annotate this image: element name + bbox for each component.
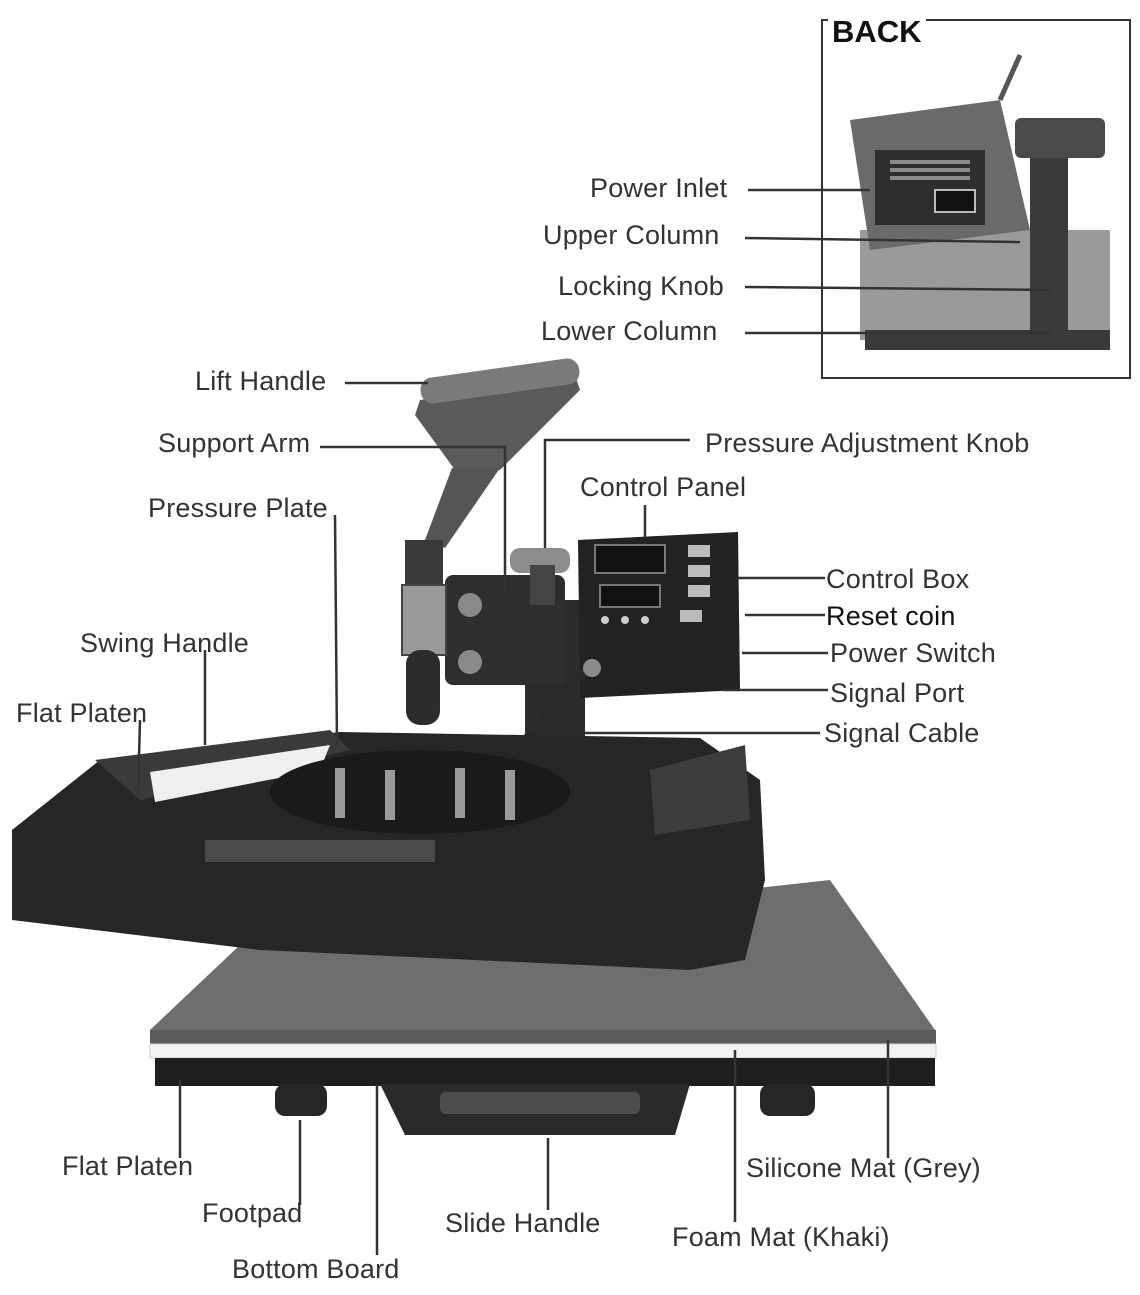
label-bottom-board: Bottom Board — [232, 1254, 400, 1284]
label-footpad: Footpad — [202, 1198, 303, 1228]
control-box-shape — [516, 532, 740, 749]
back-inset — [821, 19, 1131, 379]
label-slide-handle: Slide Handle — [445, 1208, 601, 1238]
footpad-right — [760, 1084, 815, 1116]
label-upper-column: Upper Column — [543, 220, 720, 250]
back-column — [1030, 140, 1068, 350]
lift-handle-grip — [420, 358, 580, 404]
footpad-left — [275, 1084, 327, 1116]
label-control-panel: Control Panel — [580, 472, 747, 502]
label-signal-port: Signal Port — [830, 678, 965, 708]
label-control-box: Control Box — [826, 564, 970, 594]
signal-cable-shape — [516, 664, 593, 749]
label-pressure-adjustment-knob: Pressure Adjustment Knob — [705, 428, 1030, 458]
label-foam-mat: Foam Mat (Khaki) — [672, 1222, 890, 1252]
foam-mat-shape — [149, 1043, 937, 1059]
display-top — [594, 544, 666, 574]
label-lower-column: Lower Column — [541, 316, 718, 346]
label-lift-handle: Lift Handle — [195, 366, 327, 396]
leader-lines — [136, 188, 1051, 1255]
label-reset-coin: Reset coin — [826, 601, 956, 631]
power-inlet-socket — [934, 189, 976, 213]
label-flat-platen-top: Flat Platen — [16, 698, 148, 728]
label-signal-cable: Signal Cable — [824, 718, 980, 748]
swing-press-body — [12, 730, 765, 970]
label-locking-knob: Locking Knob — [558, 271, 725, 301]
label-flat-platen-bottom: Flat Platen — [62, 1151, 194, 1181]
label-pressure-plate: Pressure Plate — [148, 493, 328, 523]
locking-knob-shape — [1015, 118, 1105, 158]
pressure-plate-shape — [270, 750, 570, 834]
back-inset-title: BACK — [828, 16, 926, 47]
label-power-inlet: Power Inlet — [590, 173, 728, 203]
label-swing-handle: Swing Handle — [80, 628, 250, 658]
display-bottom — [599, 584, 661, 608]
label-support-arm: Support Arm — [158, 428, 311, 458]
bottom-board-shape — [155, 1058, 935, 1086]
label-silicone-mat: Silicone Mat (Grey) — [746, 1153, 981, 1183]
label-power-switch: Power Switch — [830, 638, 996, 668]
